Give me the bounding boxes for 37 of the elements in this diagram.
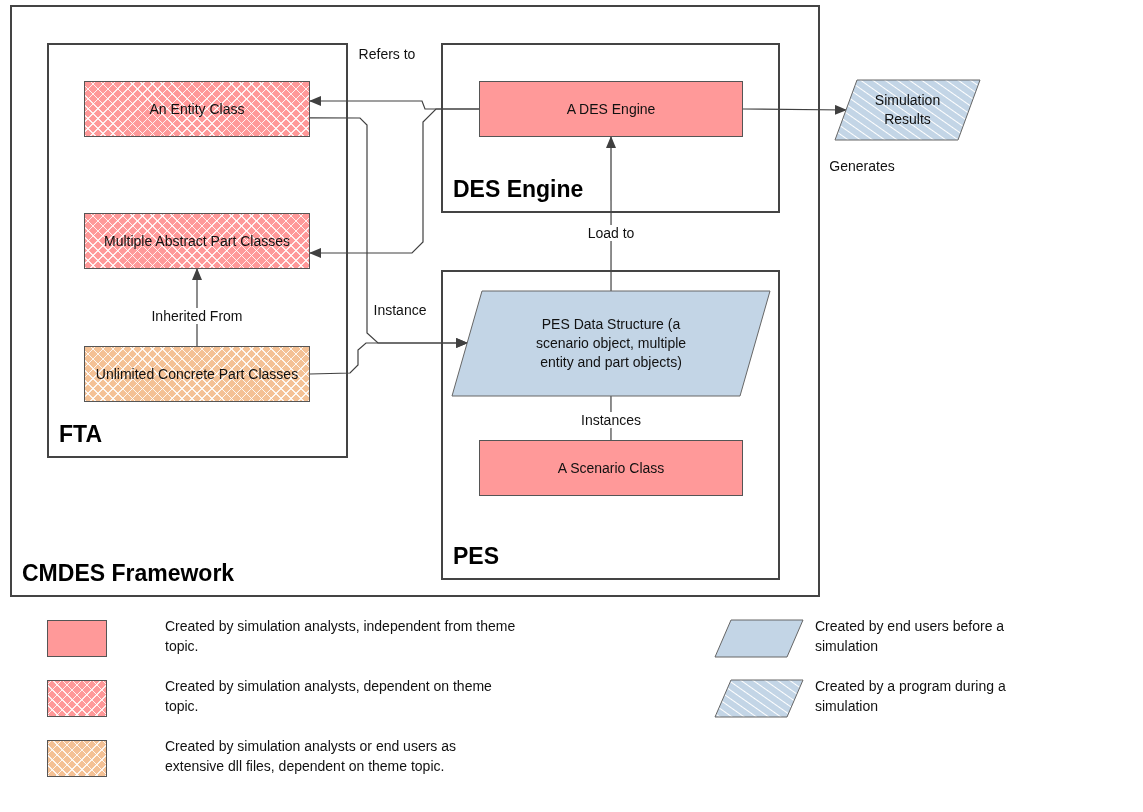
node-text: Unlimited Concrete Part Classes bbox=[95, 364, 299, 384]
node-text: A Scenario Class bbox=[557, 458, 665, 478]
connector-arrow bbox=[606, 136, 616, 292]
node-text: An Entity Class bbox=[149, 99, 245, 119]
group-box bbox=[10, 5, 820, 597]
group-box bbox=[47, 43, 348, 458]
group-box bbox=[441, 43, 780, 213]
group-box bbox=[441, 270, 780, 580]
edge-label: Refers to bbox=[356, 46, 418, 62]
group-title: DES Engine bbox=[453, 174, 584, 204]
legend-text: Created by simulation analysts, independent from theme topic. bbox=[165, 617, 517, 657]
node-text: PES Data Structure (a scenario object, multiple entity and part objects) bbox=[534, 315, 688, 372]
edge-label: Inherited From bbox=[149, 308, 245, 324]
legend-text: Created by simulation analysts, dependent on theme topic. bbox=[165, 677, 493, 717]
connector-arrow bbox=[742, 104, 847, 115]
output-parallelogram bbox=[835, 80, 980, 140]
edge-label: Instances bbox=[579, 412, 643, 428]
legend-text: Created by end users before a simulation bbox=[815, 617, 1006, 657]
class-box bbox=[84, 213, 310, 269]
group-title: PES bbox=[453, 541, 500, 571]
group-title: FTA bbox=[59, 419, 102, 449]
node-text: Multiple Abstract Part Classes bbox=[104, 231, 290, 251]
node-text: Simulation Results bbox=[873, 91, 942, 129]
class-box bbox=[479, 81, 743, 137]
data-parallelogram bbox=[452, 291, 770, 396]
edge-label: Instance bbox=[371, 302, 429, 318]
group-title: CMDES Framework bbox=[22, 558, 235, 588]
class-box bbox=[479, 440, 743, 496]
connector-arrow bbox=[309, 108, 480, 258]
edge-label: Generates bbox=[827, 158, 897, 174]
node-text: A DES Engine bbox=[566, 99, 656, 119]
edge-label: Load to bbox=[585, 225, 637, 241]
class-box bbox=[84, 81, 310, 137]
connector-arrow bbox=[309, 338, 469, 375]
class-box bbox=[84, 346, 310, 402]
legend-text: Created by a program during a simulation bbox=[815, 677, 1007, 717]
legend-text: Created by simulation analysts or end users as extensive dll files, dependent on theme topic. bbox=[165, 737, 458, 777]
